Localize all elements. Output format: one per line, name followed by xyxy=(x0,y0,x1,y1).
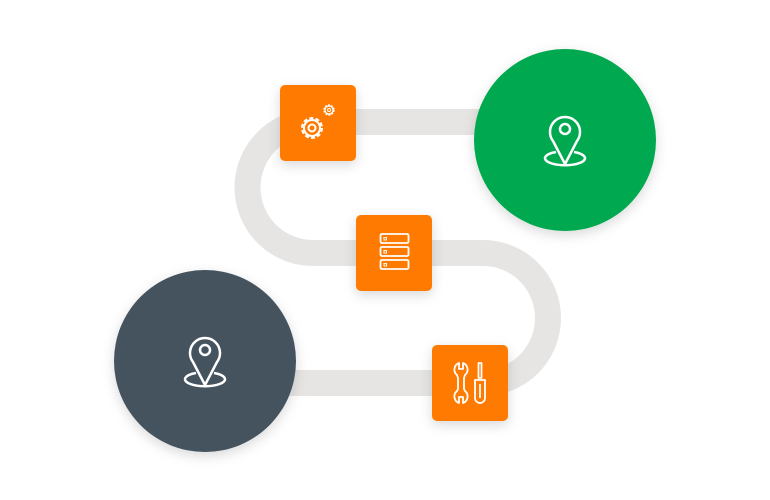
server-icon xyxy=(379,233,410,270)
step-gears xyxy=(280,85,356,161)
map-pin-icon xyxy=(543,115,587,167)
step-server xyxy=(356,215,432,291)
gears-icon xyxy=(301,104,335,139)
end-node xyxy=(474,49,656,231)
start-node xyxy=(114,270,296,452)
map-pin-icon xyxy=(183,336,227,388)
step-tools xyxy=(432,345,508,421)
tools-icon xyxy=(453,362,486,404)
